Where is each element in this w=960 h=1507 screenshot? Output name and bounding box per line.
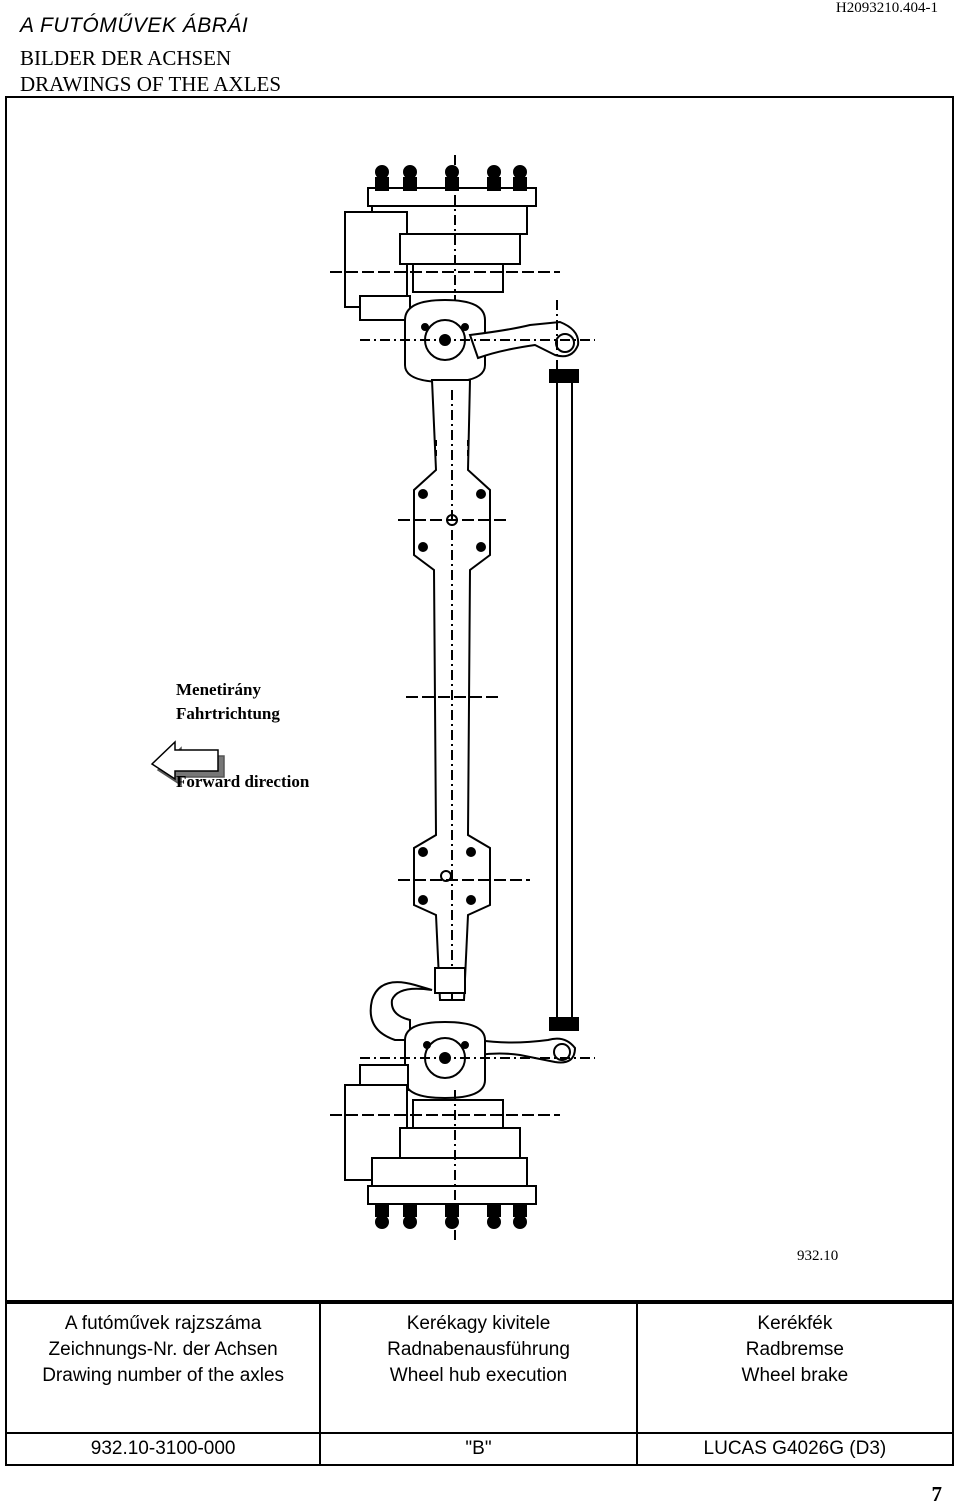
column-header-drawing-number: A futóművek rajzszáma Zeichnungs-Nr. der… [4, 1302, 322, 1434]
wheel-hub-value: "B" [319, 1432, 638, 1466]
axle-info-table: A futóművek rajzszáma Zeichnungs-Nr. der… [4, 1302, 955, 1466]
drawing-frame [5, 96, 954, 1302]
bottom-wheel-hub-drawing [330, 1064, 560, 1240]
axle-technical-drawing [150, 155, 595, 1240]
bottom-kingpin-drawing [360, 967, 595, 1100]
header-title-en: DRAWINGS OF THE AXLES [20, 72, 282, 96]
column-header-hu: Kerékfék [757, 1313, 833, 1334]
header-title-de: BILDER DER ACHSEN [20, 46, 232, 70]
wheel-brake-value: LUCAS G4026G (D3) [635, 1432, 955, 1466]
table-header-row: A futóművek rajzszáma Zeichnungs-Nr. der… [4, 1302, 955, 1434]
column-header-en: Wheel hub execution [389, 1365, 568, 1386]
drawing-number-value: 932.10-3100-000 [4, 1432, 322, 1466]
tie-rod-drawing [477, 369, 579, 1064]
column-header-de: Radnabenausführung [387, 1339, 570, 1360]
direction-label-de: Fahrtrichtung [176, 704, 280, 723]
top-kingpin-drawing [360, 298, 595, 390]
table-row: 932.10-3100-000 "B" LUCAS G4026G (D3) [4, 1432, 955, 1466]
column-header-wheel-brake: Kerékfék Radbremse Wheel brake [635, 1302, 955, 1434]
header-title-hu: A FUTÓMŰVEK ÁBRÁI [20, 14, 249, 37]
column-header-wheel-hub: Kerékagy kivitele Radnabenausführung Whe… [319, 1302, 638, 1434]
page-number: 7 [931, 1482, 943, 1506]
direction-label-en: Forward direction [176, 772, 310, 791]
top-wheel-hub-drawing [330, 155, 560, 321]
axle-beam-drawing [398, 379, 530, 1001]
forward-direction-arrow-icon [150, 740, 225, 787]
column-header-de: Radbremse [745, 1339, 844, 1360]
column-header-de: Zeichnungs-Nr. der Achsen [48, 1339, 278, 1360]
direction-label-hu: Menetirány [176, 680, 261, 699]
document-number: H2093210.404-1 [835, 0, 938, 16]
column-header-en: Wheel brake [741, 1365, 849, 1386]
column-header-en: Drawing number of the axles [42, 1365, 285, 1386]
column-header-hu: Kerékagy kivitele [406, 1313, 551, 1334]
figure-number: 932.10 [797, 1248, 839, 1264]
column-header-hu: A futóművek rajzszáma [64, 1313, 262, 1334]
